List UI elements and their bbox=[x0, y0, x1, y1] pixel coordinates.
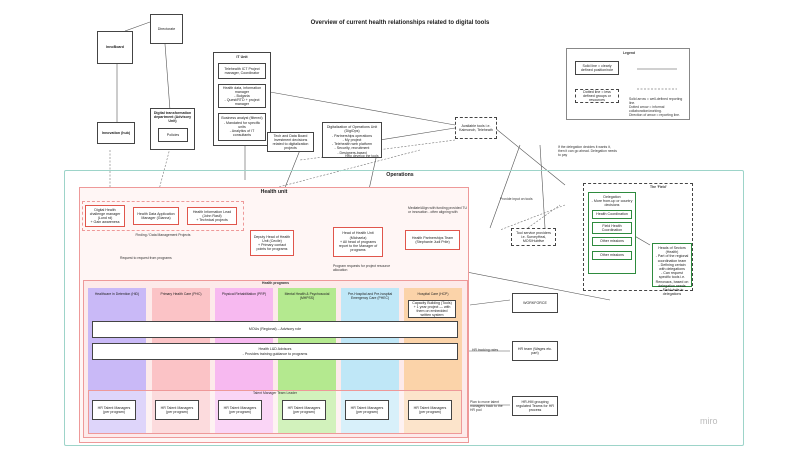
info-lead-box: Health Information Lead (John Rasil) + T… bbox=[187, 207, 237, 225]
available-tools-box: Available tools i.e. Kaimonoh, Teleheath bbox=[455, 117, 497, 139]
other-missions-box: Other missions bbox=[592, 251, 632, 260]
hr-tracking-label: HR tracking rates bbox=[472, 348, 499, 352]
tech-board-box: Tech and Data Board Investment decisions… bbox=[267, 132, 314, 152]
plan-move-label: Plan to move talent managers back to the… bbox=[470, 400, 503, 412]
page-title: Overview of current health relationships… bbox=[310, 20, 490, 26]
health-unit-title: Health unit bbox=[260, 189, 288, 195]
talent-lead-label: Talent Manager Team Leader bbox=[252, 391, 298, 395]
mous-box: MOUs (Regional) – Advisory role bbox=[92, 321, 458, 338]
deputy-box: Deputy Head of Health Unit (Cecile) + Pr… bbox=[250, 230, 294, 256]
help-develop-label: Help develop the tools bbox=[345, 154, 379, 158]
talent-box: HR Talent Managers (per program) bbox=[218, 400, 262, 420]
other-missions-box: Other missions bbox=[592, 237, 632, 246]
field-area bbox=[583, 183, 693, 291]
partnerships-box: Health Partnerships Team (Stephanie Judi… bbox=[405, 230, 460, 250]
talent-box: HR Talent Managers (per program) bbox=[92, 400, 136, 420]
legend-solid-box: Solid line = clearly defined position/ro… bbox=[575, 61, 619, 75]
head-box: Head of Health Unit (Michaela) + All hea… bbox=[333, 227, 383, 257]
innovation-box: Innovation (hub) bbox=[97, 122, 135, 144]
it-unit-header: IT Unit bbox=[236, 55, 248, 59]
it-unit-item: Telehealth ICT Project manager, Coordina… bbox=[218, 63, 266, 79]
data-app-box: Health Data Application Manager (Gianna) bbox=[133, 207, 179, 225]
lead-box: Health L&D Advisors - Provides training … bbox=[92, 343, 458, 360]
directorate-box: Directorate bbox=[150, 14, 183, 44]
operations-title: Operations bbox=[386, 172, 414, 178]
hr-team-box: HR team (Wages etc. part) bbox=[512, 341, 558, 361]
talent-box: HR Talent Managers (per program) bbox=[408, 400, 452, 420]
legend-title: Legend bbox=[622, 51, 636, 55]
health-coord-box: Health Coordination bbox=[592, 210, 632, 219]
talent-box: HR Talent Managers (per program) bbox=[345, 400, 389, 420]
workforce-box: WORKFORCE bbox=[512, 293, 558, 313]
dh-challenge-box: Digital Health challenge manager (Lund r… bbox=[85, 205, 125, 227]
talent-box: HR Talent Managers (per program) bbox=[155, 400, 199, 420]
miro-watermark: miro bbox=[700, 416, 718, 426]
request-label: Request to request from programs bbox=[120, 256, 172, 260]
finding-group bbox=[82, 201, 244, 231]
field-coord-box: Field Health Coordination bbox=[592, 222, 632, 234]
talent-box: HR Talent Managers (per program) bbox=[282, 400, 326, 420]
it-unit-item: Health data, information manager - Bulga… bbox=[218, 84, 266, 108]
if-delegation-label: If the delegation decides it wants it, t… bbox=[558, 145, 618, 157]
provide-input-label: Provide input on tools bbox=[500, 197, 533, 201]
tool-providers-box: Tool service providers i.e. SurveyHeal, … bbox=[511, 228, 556, 246]
program-req-label: Program requests for project resource al… bbox=[333, 264, 391, 272]
legend-dotted-box: Dotted line = less defined groups or res… bbox=[575, 89, 619, 103]
heads-of-sectors-box: Heads of Sectors (Health) - Part of the … bbox=[652, 243, 692, 296]
policies-box: Policies bbox=[158, 128, 188, 142]
mediate-label: Mediate/Align with funding provided TU o… bbox=[408, 206, 467, 214]
talent-group bbox=[88, 390, 462, 434]
finding-manager-label: Finding / Data Management Projects bbox=[135, 233, 191, 237]
legend-arrows-text: Solid arrow = well-defined reporting lin… bbox=[629, 97, 683, 117]
digitalization-box: Digitalization of Operations Unit (DigiO… bbox=[322, 122, 382, 158]
digital-dept-label: Digital transformation department (Advis… bbox=[153, 111, 192, 124]
it-unit-item: Business analyst (filtered) - Mandated f… bbox=[218, 113, 266, 141]
programs-title: Health programs bbox=[262, 281, 289, 285]
legend-arrow-samples bbox=[637, 68, 677, 90]
capacity-box: Capacity Building (Tools) + 1 year proje… bbox=[408, 300, 456, 318]
legend-box: Legend Solid line = clearly defined posi… bbox=[566, 48, 690, 120]
field-title: The 'Field' bbox=[650, 185, 667, 189]
hr-grouping-box: HR-HM grouping regulated Teams for HR pr… bbox=[512, 396, 558, 416]
innoboard-box: InnoBoard bbox=[97, 31, 133, 64]
operations-area bbox=[64, 170, 744, 446]
